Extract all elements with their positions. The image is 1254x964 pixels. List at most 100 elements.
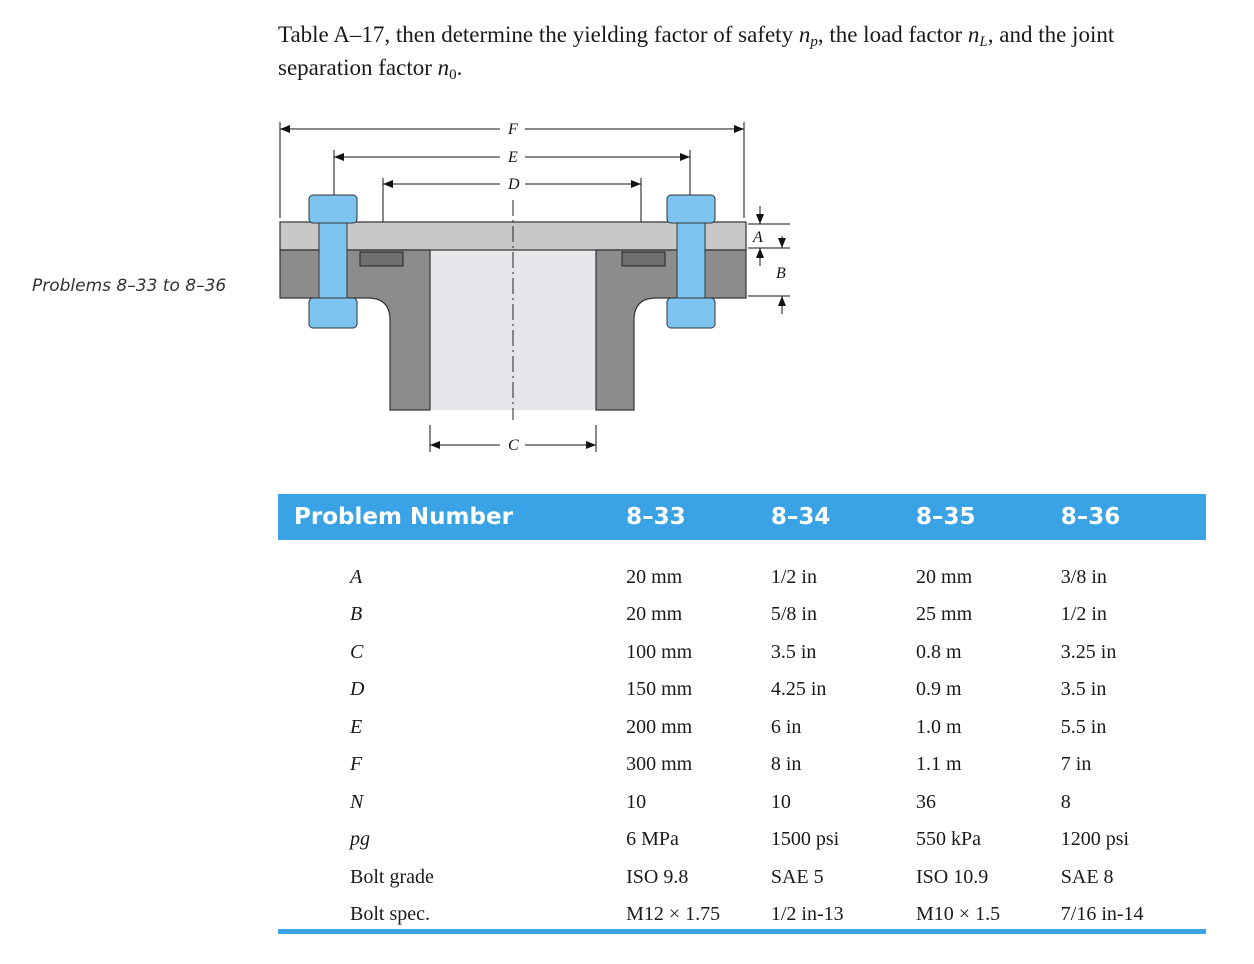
left-bolt xyxy=(308,194,358,329)
table-cell: M12 × 1.75 xyxy=(626,903,721,926)
table-row: Bolt grade ISO 9.8 SAE 5 ISO 10.9 SAE 8 xyxy=(278,859,1206,897)
table-cell: 300 mm xyxy=(626,753,693,776)
table-cell: 1/2 in xyxy=(770,565,817,588)
table-cell: 6 MPa xyxy=(626,828,679,851)
row-label: Bolt spec. xyxy=(350,903,430,926)
table-cell: 3/8 in xyxy=(1060,565,1107,588)
nl-symbol: n xyxy=(967,22,980,47)
table-cell: 200 mm xyxy=(626,715,693,738)
right-gasket xyxy=(621,251,666,267)
table-cell: ISO 9.8 xyxy=(626,865,689,888)
table-cell: SAE 5 xyxy=(770,865,824,888)
table-cell: 100 mm xyxy=(626,640,693,663)
header-8-35: 8–35 xyxy=(916,494,1061,540)
dim-label-d: D xyxy=(507,176,520,193)
dim-label-a: A xyxy=(752,229,763,246)
right-bolt-nut xyxy=(666,297,716,329)
right-lower-flange xyxy=(595,249,747,411)
table-cell: 20 mm xyxy=(916,565,973,588)
table-cell: 3.5 in xyxy=(770,640,817,663)
right-bolt xyxy=(666,194,716,329)
table-row: N 10 10 36 8 xyxy=(278,784,1206,822)
row-label: E xyxy=(350,715,363,738)
table-cell: 1/2 in-13 xyxy=(770,903,844,926)
header-8-36: 8–36 xyxy=(1060,494,1206,540)
np-symbol: n xyxy=(798,22,811,47)
table-cell: ISO 10.9 xyxy=(916,865,989,888)
left-lower-flange xyxy=(279,249,431,411)
problems-label: Problems 8–33 to 8–36 xyxy=(32,276,227,296)
right-bolt-shank xyxy=(676,222,706,299)
n0-symbol: n xyxy=(437,55,450,80)
table-cell: 7 in xyxy=(1060,753,1092,776)
row-label: F xyxy=(350,753,363,776)
table-cell: 6 in xyxy=(770,715,802,738)
row-label: D xyxy=(350,678,365,701)
intro-end: . xyxy=(456,55,463,80)
table-cell: 8 in xyxy=(770,753,802,776)
row-label: Bolt grade xyxy=(350,865,434,888)
table-row: B 20 mm 5/8 in 25 mm 1/2 in xyxy=(278,596,1206,634)
table-cell: 1200 psi xyxy=(1060,828,1130,851)
problem-data-table: Problem Number 8–33 8–34 8–35 8–36 A 20 m… xyxy=(278,494,1206,934)
table-row: C 100 mm 3.5 in 0.8 m 3.25 in xyxy=(278,634,1206,672)
row-label: A xyxy=(350,565,363,588)
dimension-lines xyxy=(279,122,790,452)
table-cell: 1.1 m xyxy=(916,753,962,776)
nl-subscript: L xyxy=(979,34,988,50)
table-bottom-rule xyxy=(278,929,1206,934)
table-cell: 7/16 in-14 xyxy=(1060,903,1144,926)
table-cell: 25 mm xyxy=(916,603,973,626)
row-label: pg xyxy=(350,828,370,851)
table-cell: 3.5 in xyxy=(1060,678,1107,701)
left-bolt-shank xyxy=(318,222,348,299)
table-cell: 20 mm xyxy=(626,603,683,626)
header-8-34: 8–34 xyxy=(770,494,917,540)
intro-text: Table A–17, then determine the yielding … xyxy=(278,18,1206,84)
header-problem-number: Problem Number xyxy=(278,494,555,540)
flange-figure: F E D A B C xyxy=(279,121,790,454)
dim-label-b: B xyxy=(776,265,786,282)
dim-label-c: C xyxy=(508,437,519,454)
table-cell: 5.5 in xyxy=(1060,715,1107,738)
table-row: pg 6 MPa 1500 psi 550 kPa 1200 psi xyxy=(278,821,1206,859)
table-row: A 20 mm 1/2 in 20 mm 3/8 in xyxy=(278,540,1206,596)
table-cell: 5/8 in xyxy=(770,603,817,626)
table-cell: SAE 8 xyxy=(1060,865,1114,888)
table-cell: 10 xyxy=(770,790,791,813)
intro-mid1: , the load factor xyxy=(817,22,968,47)
dim-label-e: E xyxy=(507,149,518,166)
row-label: N xyxy=(350,790,364,813)
table-row: F 300 mm 8 in 1.1 m 7 in xyxy=(278,746,1206,784)
np-subscript: p xyxy=(810,34,818,50)
left-bolt-head xyxy=(308,194,358,224)
right-bolt-head xyxy=(666,194,716,224)
table-cell: 0.8 m xyxy=(916,640,962,663)
table-row: E 200 mm 6 in 1.0 m 5.5 in xyxy=(278,709,1206,747)
table-cell: M10 × 1.5 xyxy=(916,903,1001,926)
table-row: Bolt spec. M12 × 1.75 1/2 in-13 M10 × 1.5 7/… xyxy=(278,896,1206,934)
intro-line1: Table A–17, then determine the yielding … xyxy=(278,22,799,47)
table-cell: 3.25 in xyxy=(1060,640,1117,663)
table-cell: 8 xyxy=(1060,790,1071,813)
table-cell: 20 mm xyxy=(626,565,683,588)
table-header-row: Problem Number 8–33 8–34 8–35 8–36 xyxy=(278,494,1206,540)
intro-line2: separation factor xyxy=(278,55,438,80)
table-cell: 10 xyxy=(626,790,647,813)
table-cell: 1500 psi xyxy=(770,828,840,851)
header-8-33: 8–33 xyxy=(554,494,771,540)
dim-label-f: F xyxy=(507,121,518,138)
table-row: D 150 mm 4.25 in 0.9 m 3.5 in xyxy=(278,671,1206,709)
table-cell: 550 kPa xyxy=(916,828,982,851)
table-cell: 1/2 in xyxy=(1060,603,1107,626)
n0-subscript: 0 xyxy=(449,67,457,83)
intro-mid2: , and the joint xyxy=(987,22,1115,47)
flange-body xyxy=(279,200,747,420)
table-cell: 1.0 m xyxy=(916,715,962,738)
table-cell: 0.9 m xyxy=(916,678,962,701)
row-label: C xyxy=(350,640,364,663)
table-cell: 36 xyxy=(916,790,937,813)
row-label: B xyxy=(350,603,363,626)
table-cell: 4.25 in xyxy=(770,678,827,701)
table-cell: 150 mm xyxy=(626,678,693,701)
